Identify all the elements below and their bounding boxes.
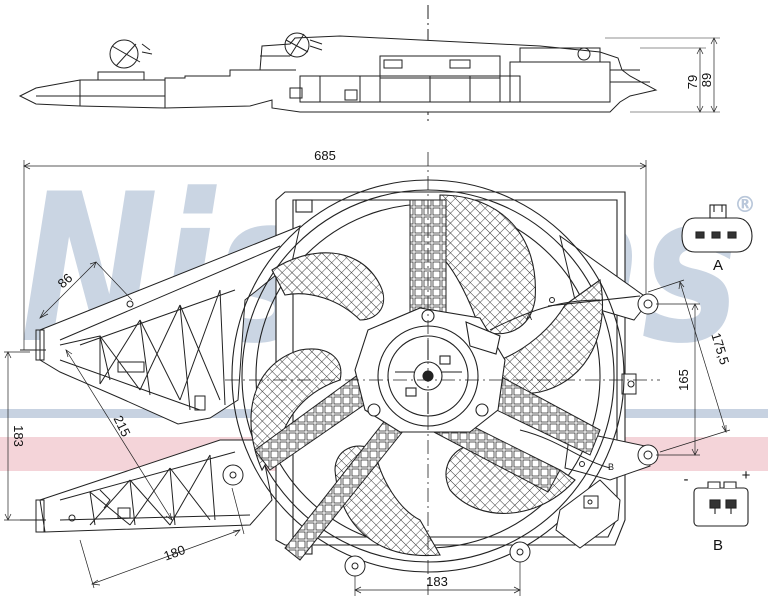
fan-blades [250,194,604,557]
connector-b [693,481,749,527]
bracket-upper [20,225,301,425]
centerlines [225,152,660,595]
dim-line-183-left [4,351,30,521]
dim-79: 79 [685,75,700,89]
wires [489,295,641,469]
dim-180: 180 [162,542,188,564]
dim-line-86 [39,261,133,319]
bottom-mounts [344,541,531,577]
dim-line-183-bottom [354,562,521,596]
shroud-connector [555,479,621,549]
bracket-lower [20,439,273,533]
connector-a-label: A [713,257,723,274]
wire-callout-a: A [526,312,532,322]
motor-hub [354,307,506,433]
connector-b-plus: + [742,467,751,484]
connector-a [681,204,753,253]
dim-line-165 [656,303,700,456]
dim-183-bottom: 183 [426,574,448,589]
dim-685: 685 [314,148,336,163]
dim-89: 89 [699,73,714,87]
connector-b-label: B [713,537,723,554]
dim-line-180 [79,487,245,589]
wire-callout-b: B [608,462,614,472]
dim-line-215 [65,349,173,521]
dim-line-685 [23,160,647,350]
dim-183-left: 183 [11,425,26,447]
dim-165: 165 [676,369,691,391]
watermark-registered: ® [734,193,756,218]
connector-b-minus: - [684,471,689,488]
side-view [18,5,720,125]
dim-line-175-5 [647,279,731,453]
